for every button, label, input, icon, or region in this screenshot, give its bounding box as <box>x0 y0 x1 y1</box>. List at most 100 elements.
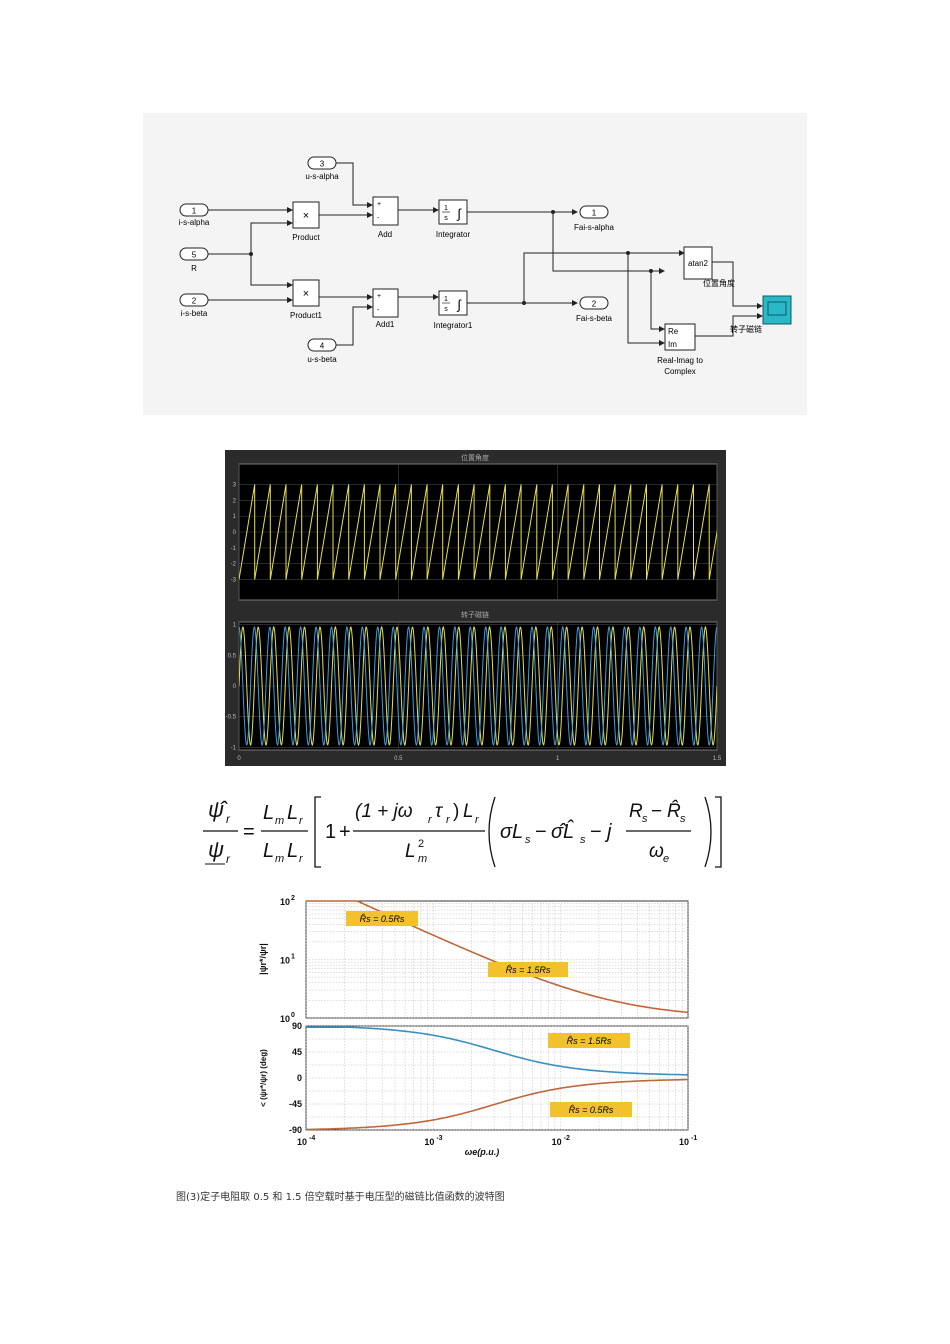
inport-3[interactable]: 3 u-s-alpha <box>305 156 339 181</box>
svg-text:s: s <box>525 834 531 846</box>
svg-text:L: L <box>287 802 298 824</box>
svg-text:i-s-alpha: i-s-alpha <box>179 218 210 227</box>
bode-xtick: 10 <box>297 1137 307 1147</box>
svg-text:+: + <box>339 821 351 843</box>
inport-5[interactable]: 5 R <box>179 247 209 273</box>
inport-2[interactable]: 2 i-s-beta <box>179 293 209 318</box>
scope-xtick: 0 <box>237 756 241 762</box>
bode-mag-yexp: 1 <box>291 954 295 961</box>
svg-text:+: + <box>377 293 381 300</box>
svg-text:×: × <box>303 210 309 222</box>
bode-mag-yexp: 0 <box>291 1012 295 1019</box>
svg-text:L: L <box>263 840 274 862</box>
svg-text:2: 2 <box>418 838 424 850</box>
bode-mag-ytick: 10 <box>280 1014 290 1024</box>
svg-text:Integrator1: Integrator1 <box>434 321 473 330</box>
svg-text:u-s-beta: u-s-beta <box>307 355 337 364</box>
svg-text:e: e <box>663 853 669 865</box>
scope-xtick: 1 <box>556 756 560 762</box>
svg-text:L: L <box>287 840 298 862</box>
svg-text:r: r <box>446 814 451 826</box>
bode-xlabel: ωe(p.u.) <box>465 1147 500 1157</box>
svg-text:r: r <box>299 815 304 827</box>
bode-mag-ytick: 10 <box>280 956 290 966</box>
svg-text:Fai-s-alpha: Fai-s-alpha <box>574 223 615 232</box>
svg-text:Real-Imag to: Real-Imag to <box>657 356 703 365</box>
scope-top-ytick: -3 <box>231 578 237 584</box>
inport-4[interactable]: 4 u-s-beta <box>307 338 337 364</box>
wire-int1-atan2 <box>523 252 683 303</box>
wire-branch-ri2c-im <box>650 271 663 330</box>
svg-text:): ) <box>453 801 459 822</box>
svg-text:+: + <box>377 201 381 208</box>
flux-ratio-formula: ψ̂ r ψ r = L m L r L m L r 1 + (1 + jω r… <box>143 785 808 885</box>
scope-top-ytick: 3 <box>233 482 237 488</box>
figure-caption: 图(3)定子电阻取 0.5 和 1.5 倍空载时基于电压型的磁链比值函数的波特图 <box>176 1192 505 1203</box>
bode-phase-ytick: 45 <box>292 1047 302 1057</box>
formula-canvas: ψ̂ r ψ r = L m L r L m L r 1 + (1 + jω r… <box>203 796 722 868</box>
bode-phase-ytick: -45 <box>289 1099 302 1109</box>
scope-bottom-title: 转子磁链 <box>461 610 489 619</box>
scope-bottom-ytick: -1 <box>231 745 237 751</box>
integrator-block[interactable]: 1 s ∫ Integrator <box>436 199 471 239</box>
svg-text:R̂s = 0.5Rs: R̂s = 0.5Rs <box>569 1105 614 1115</box>
svg-text:j: j <box>604 821 612 843</box>
bode-mag-ytick: 10 <box>280 897 290 907</box>
svg-text:∫: ∫ <box>456 206 462 221</box>
svg-text:s: s <box>680 813 686 825</box>
bode-phase-ytick: -90 <box>289 1125 302 1135</box>
svg-text:1: 1 <box>592 209 597 218</box>
svg-text:m: m <box>275 853 284 865</box>
scope-block[interactable]: 转子磁链 <box>730 295 792 334</box>
bode-mag-ylabel: |ψr*/ψr| <box>258 943 268 975</box>
outport-1[interactable]: 1 Fai-s-alpha <box>574 205 615 232</box>
svg-text:m: m <box>418 853 427 865</box>
svg-text:r: r <box>475 814 480 826</box>
svg-text:4: 4 <box>320 342 325 351</box>
svg-text:(1 + jω: (1 + jω <box>355 801 413 822</box>
svg-text:1: 1 <box>444 205 448 212</box>
simulink-canvas: 1 i-s-alpha 5 R 2 i-s-beta 3 u-s-alpha 4… <box>179 156 792 376</box>
bode-phase-ytick: 0 <box>297 1073 302 1083</box>
svg-text:2: 2 <box>192 297 197 306</box>
svg-text:R̂: R̂ <box>667 800 681 822</box>
scope-bottom-ytick: 1 <box>233 623 237 629</box>
flux-beta-trace <box>239 625 717 747</box>
svg-text:Re: Re <box>668 327 679 336</box>
scope-top-ytick: 0 <box>233 530 237 536</box>
scope-bottom-ytick: 0 <box>233 684 237 690</box>
bode-xexp: -4 <box>309 1135 315 1142</box>
svg-text:ω: ω <box>649 841 664 862</box>
svg-text:Add1: Add1 <box>376 320 395 329</box>
product-block[interactable]: × Product <box>292 201 321 242</box>
svg-text:位置角度: 位置角度 <box>703 278 735 288</box>
integrator1-block[interactable]: 1 s ∫ Integrator1 <box>434 290 473 330</box>
scope-top-ytick: 1 <box>233 514 237 520</box>
svg-text:L: L <box>263 802 274 824</box>
add1-block[interactable]: + - Add1 <box>372 288 399 329</box>
outport-2[interactable]: 2 Fai-s-beta <box>576 296 613 323</box>
svg-text:r: r <box>299 853 304 865</box>
wire-branch-ri2c <box>627 253 663 344</box>
product1-block[interactable]: × Product1 <box>290 279 323 320</box>
real-imag-to-complex-block[interactable]: Re Im Real-Imag to Complex <box>657 323 703 376</box>
atan2-block[interactable]: atan2 位置角度 <box>683 246 735 288</box>
wire-ri2c-scope <box>695 315 761 337</box>
svg-text:R̂s = 1.5Rs: R̂s = 1.5Rs <box>506 965 551 975</box>
svg-text:s: s <box>642 813 648 825</box>
add-block[interactable]: + - Add <box>372 196 399 239</box>
svg-text:3: 3 <box>320 160 325 169</box>
legend-mag-b: R̂s = 1.5Rs <box>488 962 568 977</box>
svg-text:Product1: Product1 <box>290 311 323 320</box>
svg-text:-: - <box>377 215 380 222</box>
svg-text:m: m <box>275 815 284 827</box>
inport-1[interactable]: 1 i-s-alpha <box>179 203 210 227</box>
svg-text:s: s <box>444 215 448 222</box>
phase-curve-1p5 <box>306 1026 688 1076</box>
svg-text:R: R <box>629 801 643 822</box>
svg-text:σ̂L̂: σ̂L̂ <box>551 820 574 843</box>
scope-xtick: 1.5 <box>713 756 722 762</box>
svg-text:i-s-beta: i-s-beta <box>181 309 208 318</box>
wire-in5-product1 <box>250 254 291 286</box>
